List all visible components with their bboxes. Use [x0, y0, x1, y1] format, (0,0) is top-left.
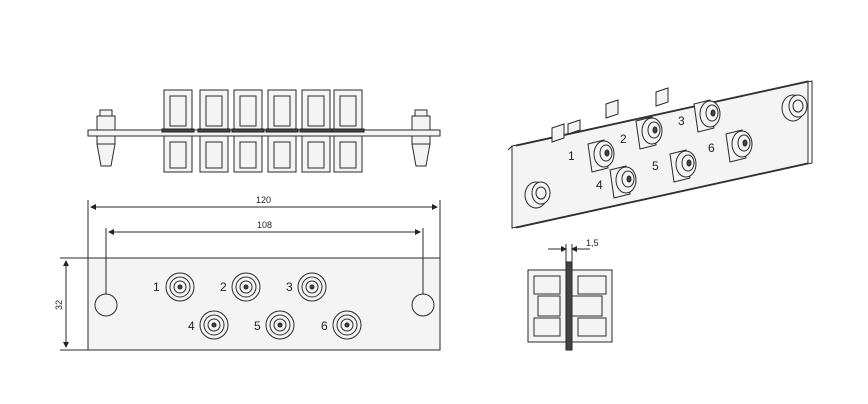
top-adapters: [161, 89, 365, 173]
top-adapter: [161, 89, 195, 173]
iso-port-label: 2: [620, 132, 627, 146]
iso-port-label: 4: [596, 178, 603, 192]
iso-port-label: 6: [708, 141, 715, 155]
top-adapter: [331, 89, 365, 173]
top-adapter: [265, 89, 299, 173]
front-port: [332, 310, 362, 340]
top-view: [87, 89, 441, 173]
dimension-overall-width: 120: [87, 195, 441, 258]
mount-hole-right: [411, 293, 435, 317]
iso-port: [693, 99, 721, 133]
front-port-label: 5: [254, 319, 261, 333]
svg-text:120: 120: [256, 195, 271, 205]
dimension-hole-spacing: 108: [105, 220, 424, 294]
front-panel: [87, 257, 441, 351]
top-adapter: [299, 89, 333, 173]
front-port: [297, 272, 327, 302]
iso-port-label: 5: [652, 159, 659, 173]
svg-text:1,5: 1,5: [586, 238, 599, 248]
isometric-view: 1 2 3 4 5 6: [507, 80, 813, 229]
front-port: [165, 272, 195, 302]
front-port: [265, 310, 295, 340]
front-port-label: 6: [321, 319, 328, 333]
top-adapter: [231, 89, 265, 173]
iso-port: [725, 129, 753, 163]
side-view: 1,5: [527, 238, 613, 351]
iso-port: [669, 149, 697, 183]
iso-port-label: 1: [568, 149, 575, 163]
iso-screw-right: [781, 94, 808, 122]
mount-hole-left: [94, 293, 118, 317]
top-adapter: [197, 89, 231, 173]
iso-port: [635, 116, 663, 150]
iso-port: [609, 165, 637, 199]
left-screw: [96, 109, 116, 167]
iso-port: [587, 139, 615, 173]
front-view: 1 2 3 4 5 6 120 108 32: [54, 195, 441, 351]
front-port-label: 1: [153, 280, 160, 294]
front-port: [199, 310, 229, 340]
dimension-height: 32: [54, 257, 88, 351]
front-port-label: 4: [188, 319, 195, 333]
front-port: [231, 272, 261, 302]
iso-screw-left: [524, 181, 551, 209]
side-panel: [565, 261, 573, 351]
dimension-thickness: 1,5: [548, 238, 599, 262]
front-port-label: 3: [286, 280, 293, 294]
front-port-label: 2: [220, 280, 227, 294]
right-screw: [411, 109, 431, 167]
rear-connectors: [551, 87, 669, 143]
iso-port-label: 3: [678, 114, 685, 128]
svg-text:108: 108: [257, 220, 272, 230]
svg-text:32: 32: [54, 300, 64, 310]
